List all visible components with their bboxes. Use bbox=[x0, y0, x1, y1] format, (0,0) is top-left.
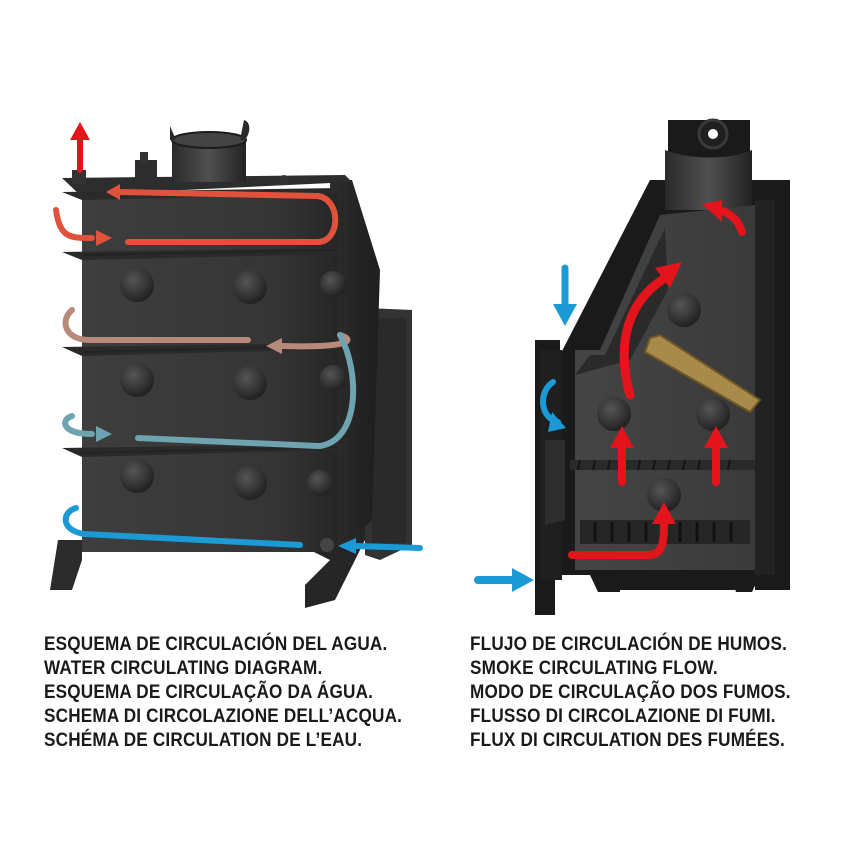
smoke-flow-arrows bbox=[474, 200, 746, 592]
cold-water-inlet-arrow bbox=[353, 543, 423, 551]
hot-water-outlet-arrowhead bbox=[70, 122, 90, 140]
flue-outlet bbox=[665, 150, 752, 210]
warm-water-loop bbox=[62, 307, 251, 343]
caption-line-es: ESQUEMA DE CIRCULACIÓN DEL AGUA. bbox=[44, 633, 388, 655]
caption-line-it: FLUSSO DI CIRCOLAZIONE DI FUMI. bbox=[470, 705, 776, 727]
cool-water-loop bbox=[135, 435, 321, 449]
hot-water-loop bbox=[115, 189, 339, 245]
stove-body bbox=[82, 192, 337, 552]
flue-collar bbox=[170, 120, 250, 182]
caption-line-es: FLUJO DE CIRCULACIÓN DE HUMOS. bbox=[470, 633, 788, 655]
caption-line-fr: FLUX DI CIRCULATION DES FUMÉES. bbox=[470, 729, 785, 751]
main-smoke-arrow bbox=[619, 273, 670, 400]
caption-line-pt: ESQUEMA DE CIRCULAÇÃO DA ÁGUA. bbox=[44, 681, 374, 703]
stove-leg-left bbox=[50, 540, 82, 590]
cold-water-loop bbox=[62, 505, 303, 548]
upper-grate bbox=[570, 459, 755, 471]
caption-line-it: SCHEMA DI CIRCOLAZIONE DELL’ACQUA. bbox=[44, 705, 403, 727]
water-diagram-caption: ESQUEMA DE CIRCULACIÓN DEL AGUA. WATER C… bbox=[44, 632, 402, 752]
caption-line-pt: MODO DE CIRCULAÇÃO DOS FUMOS. bbox=[470, 681, 791, 703]
door-glass bbox=[545, 440, 565, 525]
caption-line-en: SMOKE CIRCULATING FLOW. bbox=[470, 657, 718, 679]
primary-air-arrow bbox=[568, 516, 668, 559]
smoke-diagram-caption: FLUJO DE CIRCULACIÓN DE HUMOS. SMOKE CIR… bbox=[470, 632, 791, 752]
boss-row bbox=[120, 268, 346, 500]
wood-log bbox=[643, 333, 762, 414]
caption-line-fr: SCHÉMA DE CIRCULATION DE L’EAU. bbox=[44, 729, 363, 751]
stove-side bbox=[330, 180, 380, 545]
water-flow-arrows bbox=[53, 122, 423, 554]
caption-line-en: WATER CIRCULATING DIAGRAM. bbox=[44, 657, 323, 679]
